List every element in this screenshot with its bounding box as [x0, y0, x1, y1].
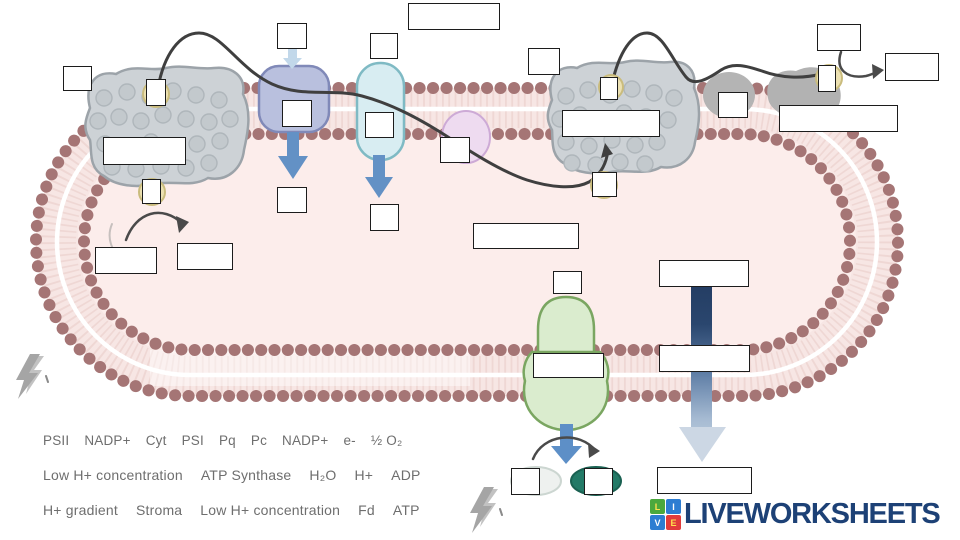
blank-psi-label[interactable] — [562, 110, 660, 137]
nadp-arrowhead — [872, 64, 884, 79]
blank-atp[interactable] — [584, 468, 613, 495]
blank-above-cyt[interactable] — [370, 33, 398, 59]
thylakoid-membrane — [30, 82, 904, 402]
blank-hgradient-membrane[interactable] — [659, 345, 750, 372]
blank-adp[interactable] — [511, 468, 540, 495]
blank-psii-bottom-carrier[interactable] — [142, 179, 161, 204]
electron-path — [156, 31, 823, 189]
light-bolt-icon-bottom — [470, 487, 503, 533]
electron-arrowhead — [601, 143, 613, 158]
logo-square-l: L — [650, 499, 665, 514]
word-bank-word: e- — [343, 433, 356, 448]
word-bank-word: H₂O — [309, 467, 337, 483]
bilayer-midline — [54, 106, 880, 378]
liveworksheets-logo-text: LIVEWORKSHEETS — [684, 498, 941, 530]
word-bank-word: H+ — [354, 467, 374, 483]
blank-hgradient-top[interactable] — [659, 260, 749, 287]
proton-arrows — [278, 46, 582, 464]
word-bank-row-3: H+ gradient Stroma Low H+ concentration Fd A… — [43, 493, 439, 528]
thylakoid-lumen — [36, 88, 898, 396]
logo-square-i: I — [666, 499, 681, 514]
blank-oxygen[interactable] — [177, 243, 233, 270]
blank-pc2-label[interactable] — [718, 92, 748, 118]
adp-to-atp-arrowhead — [588, 443, 600, 458]
proton-arrow-cyt — [365, 155, 393, 198]
lumen-highlight — [150, 350, 470, 386]
word-bank-word: ATP — [392, 502, 420, 518]
logo-square-e: E — [666, 515, 681, 530]
blank-nadph-product[interactable] — [885, 53, 939, 81]
blank-lumen-concentration[interactable] — [473, 223, 579, 249]
blank-cyt-label[interactable] — [365, 112, 394, 138]
proton-arrow-into-pq — [283, 46, 302, 69]
electron-line-psii-to-psi — [156, 31, 609, 189]
word-bank-word: ATP Synthase — [200, 467, 292, 483]
word-bank-word: Stroma — [135, 502, 183, 518]
blank-fnr-label[interactable] — [779, 105, 898, 132]
liveworksheets-logo-icon: L I V E — [650, 499, 681, 530]
electron-line-psi-to-nadp — [610, 31, 823, 86]
blank-below-pq-arrow[interactable] — [277, 187, 307, 213]
word-bank-word: Fd — [358, 502, 375, 518]
word-bank-word: Cyt — [145, 433, 167, 448]
word-bank-row-1: PSII NADP+ Cyt PSI Pq Pc NADP+ e- ½ O₂ — [43, 423, 439, 458]
word-bank-word: NADP+ — [282, 433, 329, 448]
word-bank-word: Pc — [250, 433, 268, 448]
blank-atpsynthase-label[interactable] — [533, 353, 604, 378]
blank-pc-label[interactable] — [440, 137, 470, 163]
word-bank: PSII NADP+ Cyt PSI Pq Pc NADP+ e- ½ O₂ Low H+ co… — [43, 423, 439, 528]
word-bank-word: PSI — [181, 433, 204, 448]
blank-stroma[interactable] — [657, 467, 752, 494]
light-bolt-icon-left — [16, 354, 49, 399]
word-bank-word: PSII — [43, 433, 70, 448]
liveworksheets-logo[interactable]: L I V E LIVEWORKSHEETS — [650, 498, 941, 530]
blank-water[interactable] — [95, 247, 157, 274]
word-bank-row-2: Low H+ concentration ATP Synthase H₂O H+ ADP — [43, 458, 439, 493]
blank-below-cyt-arrow[interactable] — [370, 204, 399, 231]
blank-psi-top-carrier[interactable] — [600, 77, 618, 100]
word-bank-word: Pq — [218, 433, 236, 448]
blank-psii-label[interactable] — [103, 137, 186, 165]
outer-lipid-heads — [30, 82, 904, 402]
word-bank-word: Low H+ concentration — [200, 502, 341, 518]
word-bank-word: H+ gradient — [43, 502, 118, 518]
blank-above-psi[interactable] — [528, 48, 560, 75]
word-bank-word: NADP+ — [84, 433, 131, 448]
word-bank-word: ½ O₂ — [370, 433, 403, 448]
blank-above-fnr[interactable] — [817, 24, 861, 51]
word-bank-word: ADP — [391, 467, 421, 483]
word-bank-word: Low H+ concentration — [43, 467, 183, 483]
water-split-arrowhead — [176, 216, 189, 233]
blank-above-psii[interactable] — [63, 66, 92, 91]
blank-pq-label[interactable] — [282, 100, 312, 127]
psii-complex — [84, 65, 250, 188]
blank-fnr-carrier[interactable] — [818, 65, 836, 92]
proton-arrow-pq — [278, 132, 308, 179]
logo-square-v: V — [650, 515, 665, 530]
blank-above-pq[interactable] — [277, 23, 307, 49]
blank-psii-top-carrier[interactable] — [146, 79, 166, 106]
blank-top-center[interactable] — [408, 3, 500, 30]
blank-psi-bottom-carrier[interactable] — [592, 172, 617, 197]
blank-above-atpsynthase[interactable] — [553, 271, 582, 294]
proton-arrow-atpsynthase — [551, 424, 582, 464]
